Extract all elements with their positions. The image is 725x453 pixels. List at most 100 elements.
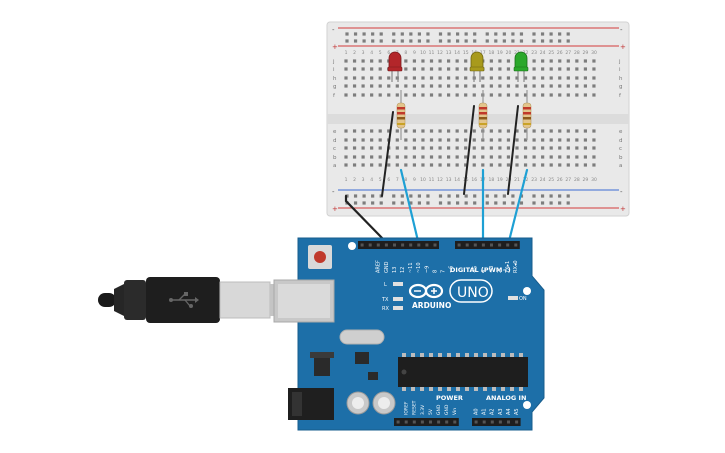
terminal-hole[interactable] — [404, 146, 408, 150]
terminal-hole[interactable] — [472, 155, 476, 159]
rail-hole[interactable] — [549, 194, 553, 198]
terminal-hole[interactable] — [387, 155, 391, 159]
terminal-hole[interactable] — [404, 93, 408, 97]
rail-hole[interactable] — [379, 39, 383, 43]
terminal-hole[interactable] — [464, 93, 468, 97]
terminal-hole[interactable] — [421, 163, 425, 167]
terminal-hole[interactable] — [523, 155, 528, 159]
rail-hole[interactable] — [532, 39, 536, 43]
terminal-hole[interactable] — [344, 155, 348, 159]
rail-hole[interactable] — [456, 201, 460, 205]
terminal-hole[interactable] — [532, 93, 536, 97]
terminal-hole[interactable] — [438, 155, 442, 159]
terminal-hole[interactable] — [412, 155, 416, 159]
terminal-hole[interactable] — [464, 76, 468, 80]
rail-hole[interactable] — [438, 201, 443, 205]
rail-hole[interactable] — [362, 39, 366, 43]
terminal-hole[interactable] — [370, 84, 374, 88]
terminal-hole[interactable] — [489, 76, 493, 80]
terminal-hole[interactable] — [566, 84, 570, 88]
rail-hole[interactable] — [438, 194, 443, 198]
rail-hole[interactable] — [549, 32, 553, 36]
terminal-hole[interactable] — [592, 163, 596, 167]
rail-hole[interactable] — [409, 39, 413, 43]
terminal-hole[interactable] — [455, 76, 459, 80]
terminal-hole[interactable] — [575, 59, 579, 63]
terminal-hole[interactable] — [421, 146, 425, 150]
terminal-hole[interactable] — [558, 67, 562, 71]
rail-hole[interactable] — [353, 194, 358, 198]
terminal-hole[interactable] — [412, 76, 416, 80]
terminal-hole[interactable] — [506, 163, 511, 167]
terminal-hole[interactable] — [532, 163, 536, 167]
power-header-pin[interactable] — [437, 420, 441, 424]
rail-hole[interactable] — [519, 201, 524, 205]
rail-hole[interactable] — [392, 194, 396, 198]
terminal-hole[interactable] — [447, 76, 451, 80]
rail-hole[interactable] — [371, 39, 375, 43]
rail-hole[interactable] — [511, 32, 515, 36]
terminal-hole[interactable] — [566, 163, 570, 167]
terminal-hole[interactable] — [498, 138, 502, 142]
rail-hole[interactable] — [362, 194, 366, 198]
terminal-hole[interactable] — [592, 59, 596, 63]
signal-wire-pin-2[interactable] — [507, 168, 529, 243]
terminal-hole[interactable] — [532, 76, 536, 80]
rail-hole[interactable] — [494, 194, 498, 198]
terminal-hole[interactable] — [523, 138, 528, 142]
terminal-hole[interactable] — [506, 146, 511, 150]
terminal-hole[interactable] — [395, 146, 399, 150]
digital-header-left-pin[interactable] — [376, 243, 380, 247]
terminal-hole[interactable] — [370, 59, 374, 63]
rail-hole[interactable] — [362, 32, 366, 36]
terminal-hole[interactable] — [352, 129, 357, 133]
terminal-hole[interactable] — [438, 129, 442, 133]
digital-header-left-pin[interactable] — [417, 243, 421, 247]
terminal-hole[interactable] — [361, 76, 365, 80]
terminal-hole[interactable] — [455, 138, 459, 142]
digital-header-left-pin[interactable] — [433, 243, 437, 247]
terminal-hole[interactable] — [429, 67, 434, 71]
terminal-hole[interactable] — [498, 146, 502, 150]
terminal-hole[interactable] — [378, 59, 382, 63]
terminal-hole[interactable] — [378, 138, 382, 142]
terminal-hole[interactable] — [566, 129, 570, 133]
terminal-hole[interactable] — [489, 138, 493, 142]
rail-hole[interactable] — [494, 32, 498, 36]
terminal-hole[interactable] — [455, 59, 459, 63]
terminal-hole[interactable] — [575, 67, 579, 71]
rail-hole[interactable] — [473, 194, 477, 198]
terminal-hole[interactable] — [438, 93, 442, 97]
digital-header-left-pin[interactable] — [393, 243, 396, 247]
terminal-hole[interactable] — [506, 155, 511, 159]
ground-wire-red-led[interactable] — [381, 111, 394, 197]
terminal-hole[interactable] — [506, 93, 511, 97]
terminal-hole[interactable] — [404, 129, 408, 133]
terminal-hole[interactable] — [592, 93, 596, 97]
terminal-hole[interactable] — [532, 67, 536, 71]
terminal-hole[interactable] — [378, 93, 382, 97]
terminal-hole[interactable] — [523, 129, 528, 133]
rail-hole[interactable] — [345, 32, 349, 36]
terminal-hole[interactable] — [532, 146, 536, 150]
rail-hole[interactable] — [447, 32, 451, 36]
terminal-hole[interactable] — [395, 129, 399, 133]
terminal-hole[interactable] — [352, 93, 357, 97]
digital-header-right-pin[interactable] — [473, 243, 477, 247]
power-analog-header[interactable] — [394, 418, 521, 426]
power-header-pin[interactable] — [420, 420, 424, 424]
terminal-hole[interactable] — [412, 163, 416, 167]
terminal-hole[interactable] — [592, 146, 596, 150]
terminal-hole[interactable] — [395, 84, 399, 88]
terminal-hole[interactable] — [344, 59, 348, 63]
terminal-hole[interactable] — [549, 146, 553, 150]
rail-hole[interactable] — [417, 39, 421, 43]
terminal-hole[interactable] — [455, 67, 459, 71]
terminal-hole[interactable] — [498, 129, 502, 133]
terminal-hole[interactable] — [575, 76, 579, 80]
rail-hole[interactable] — [519, 39, 524, 43]
terminal-hole[interactable] — [558, 155, 562, 159]
rail-hole[interactable] — [392, 201, 396, 205]
terminal-hole[interactable] — [455, 146, 459, 150]
terminal-hole[interactable] — [455, 155, 459, 159]
